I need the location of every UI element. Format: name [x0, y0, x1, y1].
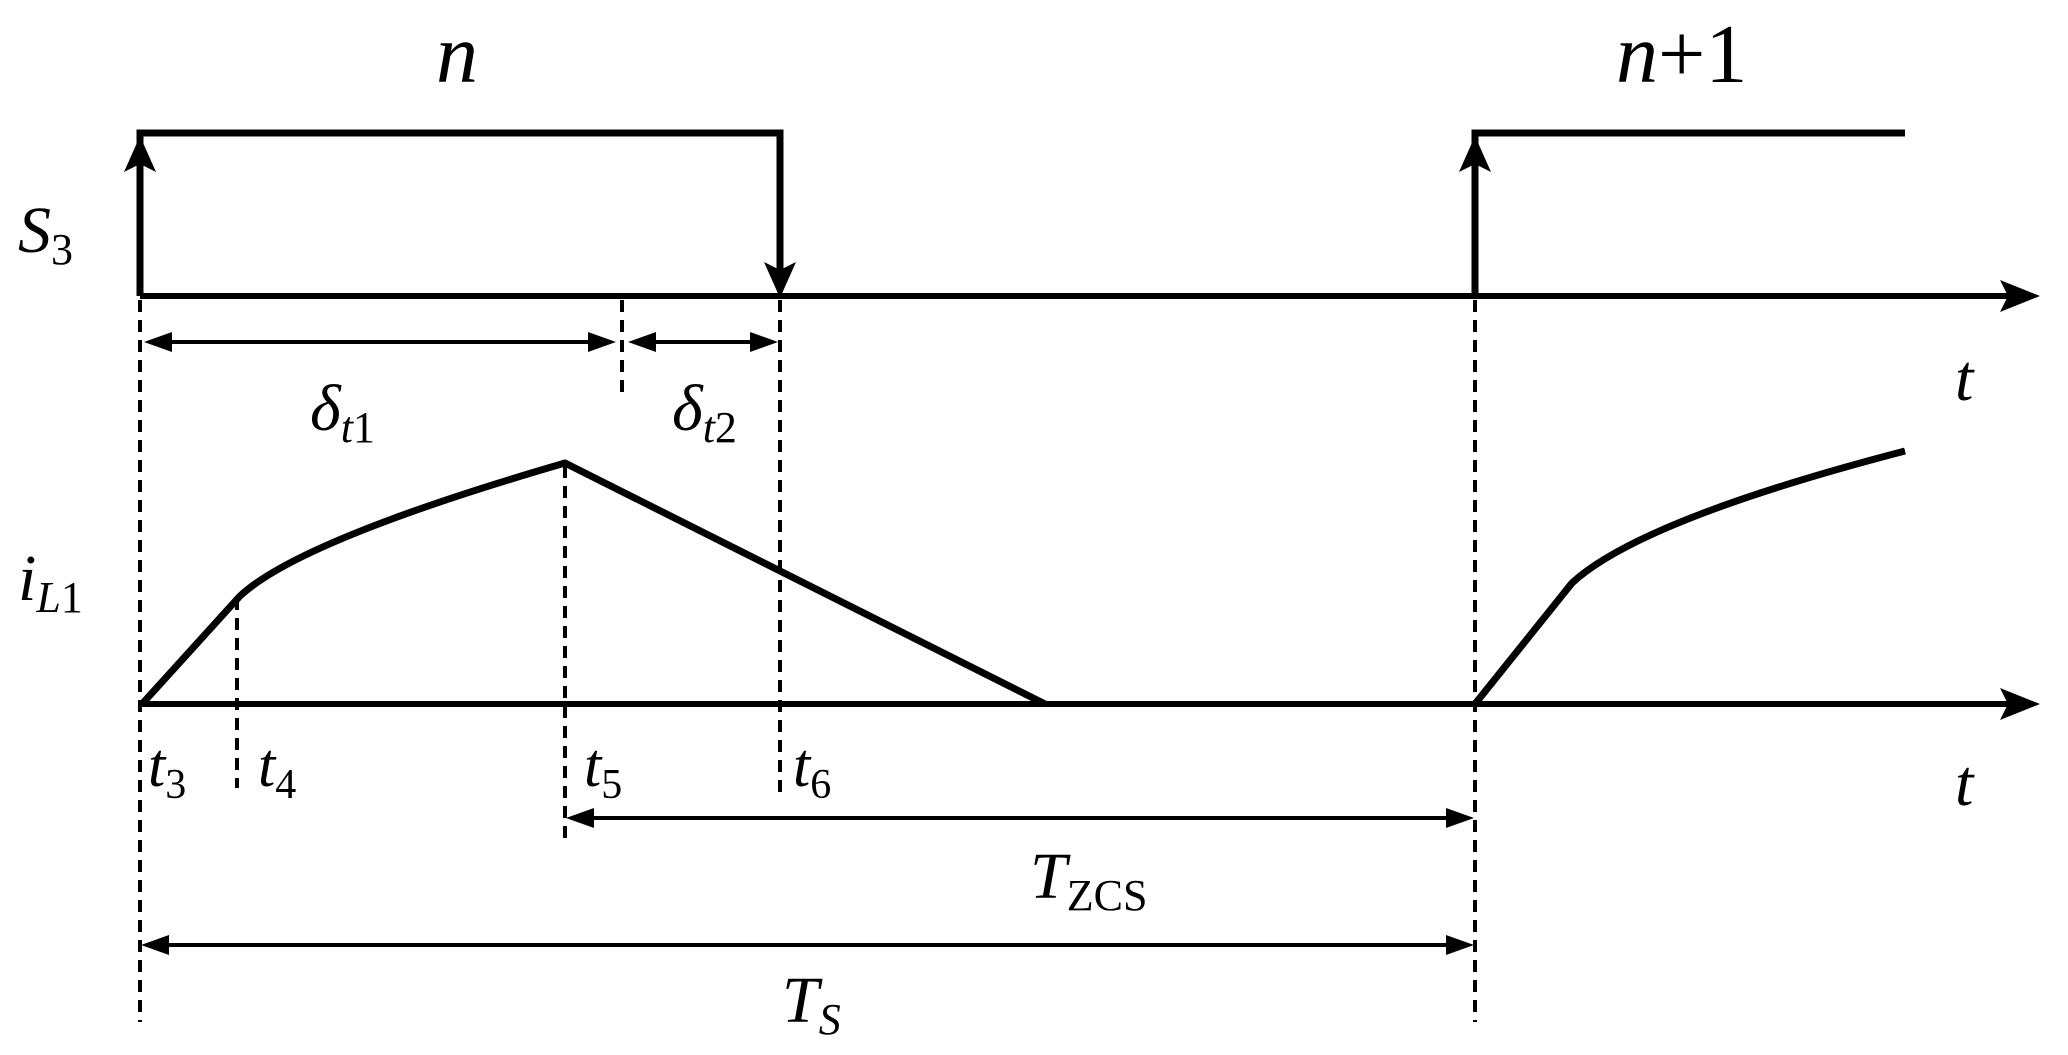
current-sub-L: L [35, 573, 60, 622]
ts-arrow-right [1446, 935, 1474, 955]
t3-label: t3 [148, 732, 186, 808]
period-n1-label: n+1 [1616, 8, 1747, 101]
top-axis-arrowhead [2000, 280, 2040, 312]
switch-signal-group [124, 129, 2040, 312]
delta2-sub-2: 2 [715, 403, 737, 452]
t4-label: t4 [258, 732, 296, 808]
tzcs-arrow-right [1446, 808, 1474, 828]
t4-main: t [258, 732, 277, 800]
current-label: iL1 [18, 542, 83, 622]
pulse-n-fall-arrow [764, 262, 796, 298]
ts-arrow-left [141, 935, 169, 955]
ts-sub: S [819, 995, 841, 1044]
period-n1-n: n [1616, 8, 1658, 101]
t6-label: t6 [793, 732, 831, 808]
tzcs-main: T [1030, 840, 1071, 913]
dashed-guides [138, 300, 1477, 1022]
tzcs-sub: ZCS [1067, 871, 1148, 920]
delta2-arrow-right [750, 332, 778, 352]
switch-label: S3 [18, 194, 73, 274]
bottom-axis-t-label: t [1955, 747, 1975, 820]
t3-sub: 3 [165, 762, 186, 808]
delta2-arrow-left [628, 332, 656, 352]
period-arrows [141, 808, 1474, 955]
delta1-arrow-left [144, 332, 172, 352]
delta2-sub-t: t [703, 403, 717, 452]
current-sub-1: 1 [61, 573, 83, 622]
delta2-label: δt2 [672, 372, 737, 452]
delta-intervals [144, 300, 778, 398]
switch-label-main: S [18, 194, 51, 267]
tzcs-label: TZCS [1030, 840, 1147, 920]
period-n-label: n [436, 8, 478, 101]
top-axis-t-label: t [1955, 342, 1975, 415]
current-waveform-n [139, 459, 1047, 708]
bottom-axis-arrowhead [2000, 688, 2040, 720]
pulse-n1 [1471, 129, 1905, 296]
delta1-sub-1: 1 [353, 403, 375, 452]
t6-sub: 6 [810, 762, 831, 808]
t3-main: t [148, 732, 167, 800]
delta1-main: δ [310, 372, 342, 445]
delta1-sub-t: t [341, 403, 355, 452]
ts-main: T [782, 964, 823, 1037]
pulse-n [136, 129, 784, 296]
switch-label-sub: 3 [51, 225, 73, 274]
ts-label: TS [782, 964, 841, 1044]
t5-sub: 5 [601, 762, 622, 808]
current-main: i [18, 542, 36, 615]
period-n1-rest: +1 [1658, 8, 1747, 101]
current-waveform-group [139, 447, 2040, 720]
delta1-arrow-right [588, 332, 616, 352]
pulse-n1-rise-arrow [1459, 136, 1491, 172]
current-waveform-n1 [1472, 447, 1906, 707]
tzcs-arrow-left [566, 808, 594, 828]
t5-label: t5 [584, 732, 622, 808]
t6-main: t [793, 732, 812, 800]
delta1-label: δt1 [310, 372, 375, 452]
t4-sub: 4 [275, 762, 296, 808]
t5-main: t [584, 732, 603, 800]
delta2-main: δ [672, 372, 704, 445]
pulse-n-rise-arrow [124, 136, 156, 172]
